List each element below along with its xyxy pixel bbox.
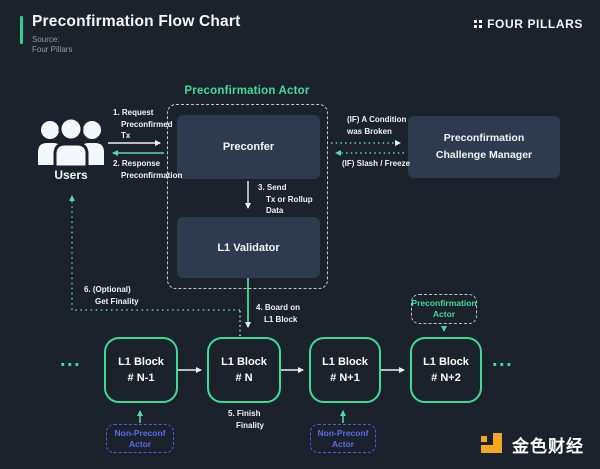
source-value: Four Pillars [32, 45, 73, 54]
l1-validator-box: L1 Validator [177, 217, 320, 278]
label-optional-get-finality: 6. (Optional) Get Finality [84, 284, 139, 307]
tag-line: Preconfirmation [411, 298, 477, 308]
label-line: 5. Finish [228, 409, 261, 418]
label-line: Preconfirmation [121, 170, 183, 180]
label-line: Get Finality [95, 296, 139, 306]
block-title: L1 Block [423, 356, 469, 368]
label-line: 1. Request [113, 108, 154, 117]
label-line: 4. Board on [256, 303, 301, 312]
tag-line: Actor [128, 438, 152, 449]
tag-line: Non-Preconf [114, 427, 166, 438]
tag-line: Non-Preconf [317, 427, 369, 438]
label-line: Finality [236, 420, 265, 430]
golden-finance-logo-icon [481, 432, 502, 453]
label-if-slash-freeze: (IF) Slash / Freeze [342, 158, 410, 170]
ellipsis-right: ... [492, 349, 514, 371]
four-pillars-logo-icon [474, 20, 483, 28]
four-pillars-brand-text: FOUR PILLARS [487, 17, 583, 31]
title-accent-bar [20, 16, 23, 44]
challenge-manager-box: Preconfirmation Challenge Manager [408, 116, 560, 178]
label-line: Tx or Rollup [266, 194, 313, 204]
l1-block-n-plus-1: L1 Block # N+1 [309, 337, 381, 403]
label-line: (IF) A Condition [347, 115, 407, 124]
preconfer-label: Preconfer [222, 141, 275, 153]
label-line: Data [266, 206, 284, 215]
block-number: # N [235, 372, 253, 384]
block-title: L1 Block [322, 356, 368, 368]
users-icon [38, 118, 104, 168]
label-line: 6. (Optional) [84, 285, 131, 294]
golden-finance-brand: 金色财经 [481, 432, 584, 457]
label-board-on-l1-block: 4. Board on L1 Block [256, 302, 300, 325]
label-line: was Broken [347, 126, 392, 136]
four-pillars-brand: FOUR PILLARS [474, 17, 583, 31]
label-request-preconfirmed-tx: 1. Request Preconfirmed Tx [113, 107, 173, 142]
golden-finance-brand-text: 金色财经 [512, 437, 584, 456]
label-if-condition-broken: (IF) A Condition was Broken [347, 114, 406, 137]
block-title: L1 Block [221, 356, 267, 368]
tag-line: Actor [432, 309, 456, 319]
users-label: Users [54, 168, 88, 182]
l1-block-n: L1 Block # N [207, 337, 281, 403]
label-line: (IF) Slash / Freeze [342, 159, 411, 168]
label-line: 3. Send [258, 183, 287, 192]
label-line: L1 Block [264, 314, 298, 324]
label-finish-finality: 5. Finish Finality [228, 408, 264, 431]
preconfirmation-actor-tag: Preconfirmation Actor [411, 294, 477, 324]
label-send-tx-rollup-data: 3. Send Tx or Rollup Data [258, 182, 313, 217]
tag-line: Actor [331, 438, 355, 449]
l1-block-n-plus-2: L1 Block # N+2 [410, 337, 482, 403]
block-title: L1 Block [118, 356, 164, 368]
preconfirmation-actor-group-outline [167, 104, 328, 289]
block-number: # N+1 [330, 372, 360, 384]
l1-block-n-minus-1: L1 Block # N-1 [104, 337, 178, 403]
l1-validator-label: L1 Validator [217, 241, 280, 254]
label-line: 2. Response [113, 159, 161, 168]
label-response-preconfirmation: 2. Response Preconfirmation [113, 158, 182, 181]
preconfirmation-actor-group-label: Preconfirmation Actor [184, 85, 310, 97]
source-label: Source: [32, 35, 60, 44]
block-number: # N+2 [431, 372, 461, 384]
preconfer-box: Preconfer [177, 115, 320, 179]
challenge-manager-line2: Challenge Manager [435, 149, 533, 161]
challenge-manager-line1: Preconfirmation [443, 132, 525, 144]
ellipsis-left: ... [60, 349, 82, 371]
page-title: Preconfirmation Flow Chart [32, 13, 241, 30]
label-line: Tx [121, 131, 131, 140]
block-number: # N-1 [127, 372, 155, 384]
non-preconf-actor-tag-left: Non-Preconf Actor [106, 424, 174, 453]
label-line: Preconfirmed [121, 119, 173, 129]
source-note: Source: Four Pillars [32, 35, 72, 55]
non-preconf-actor-tag-right: Non-Preconf Actor [310, 424, 376, 453]
